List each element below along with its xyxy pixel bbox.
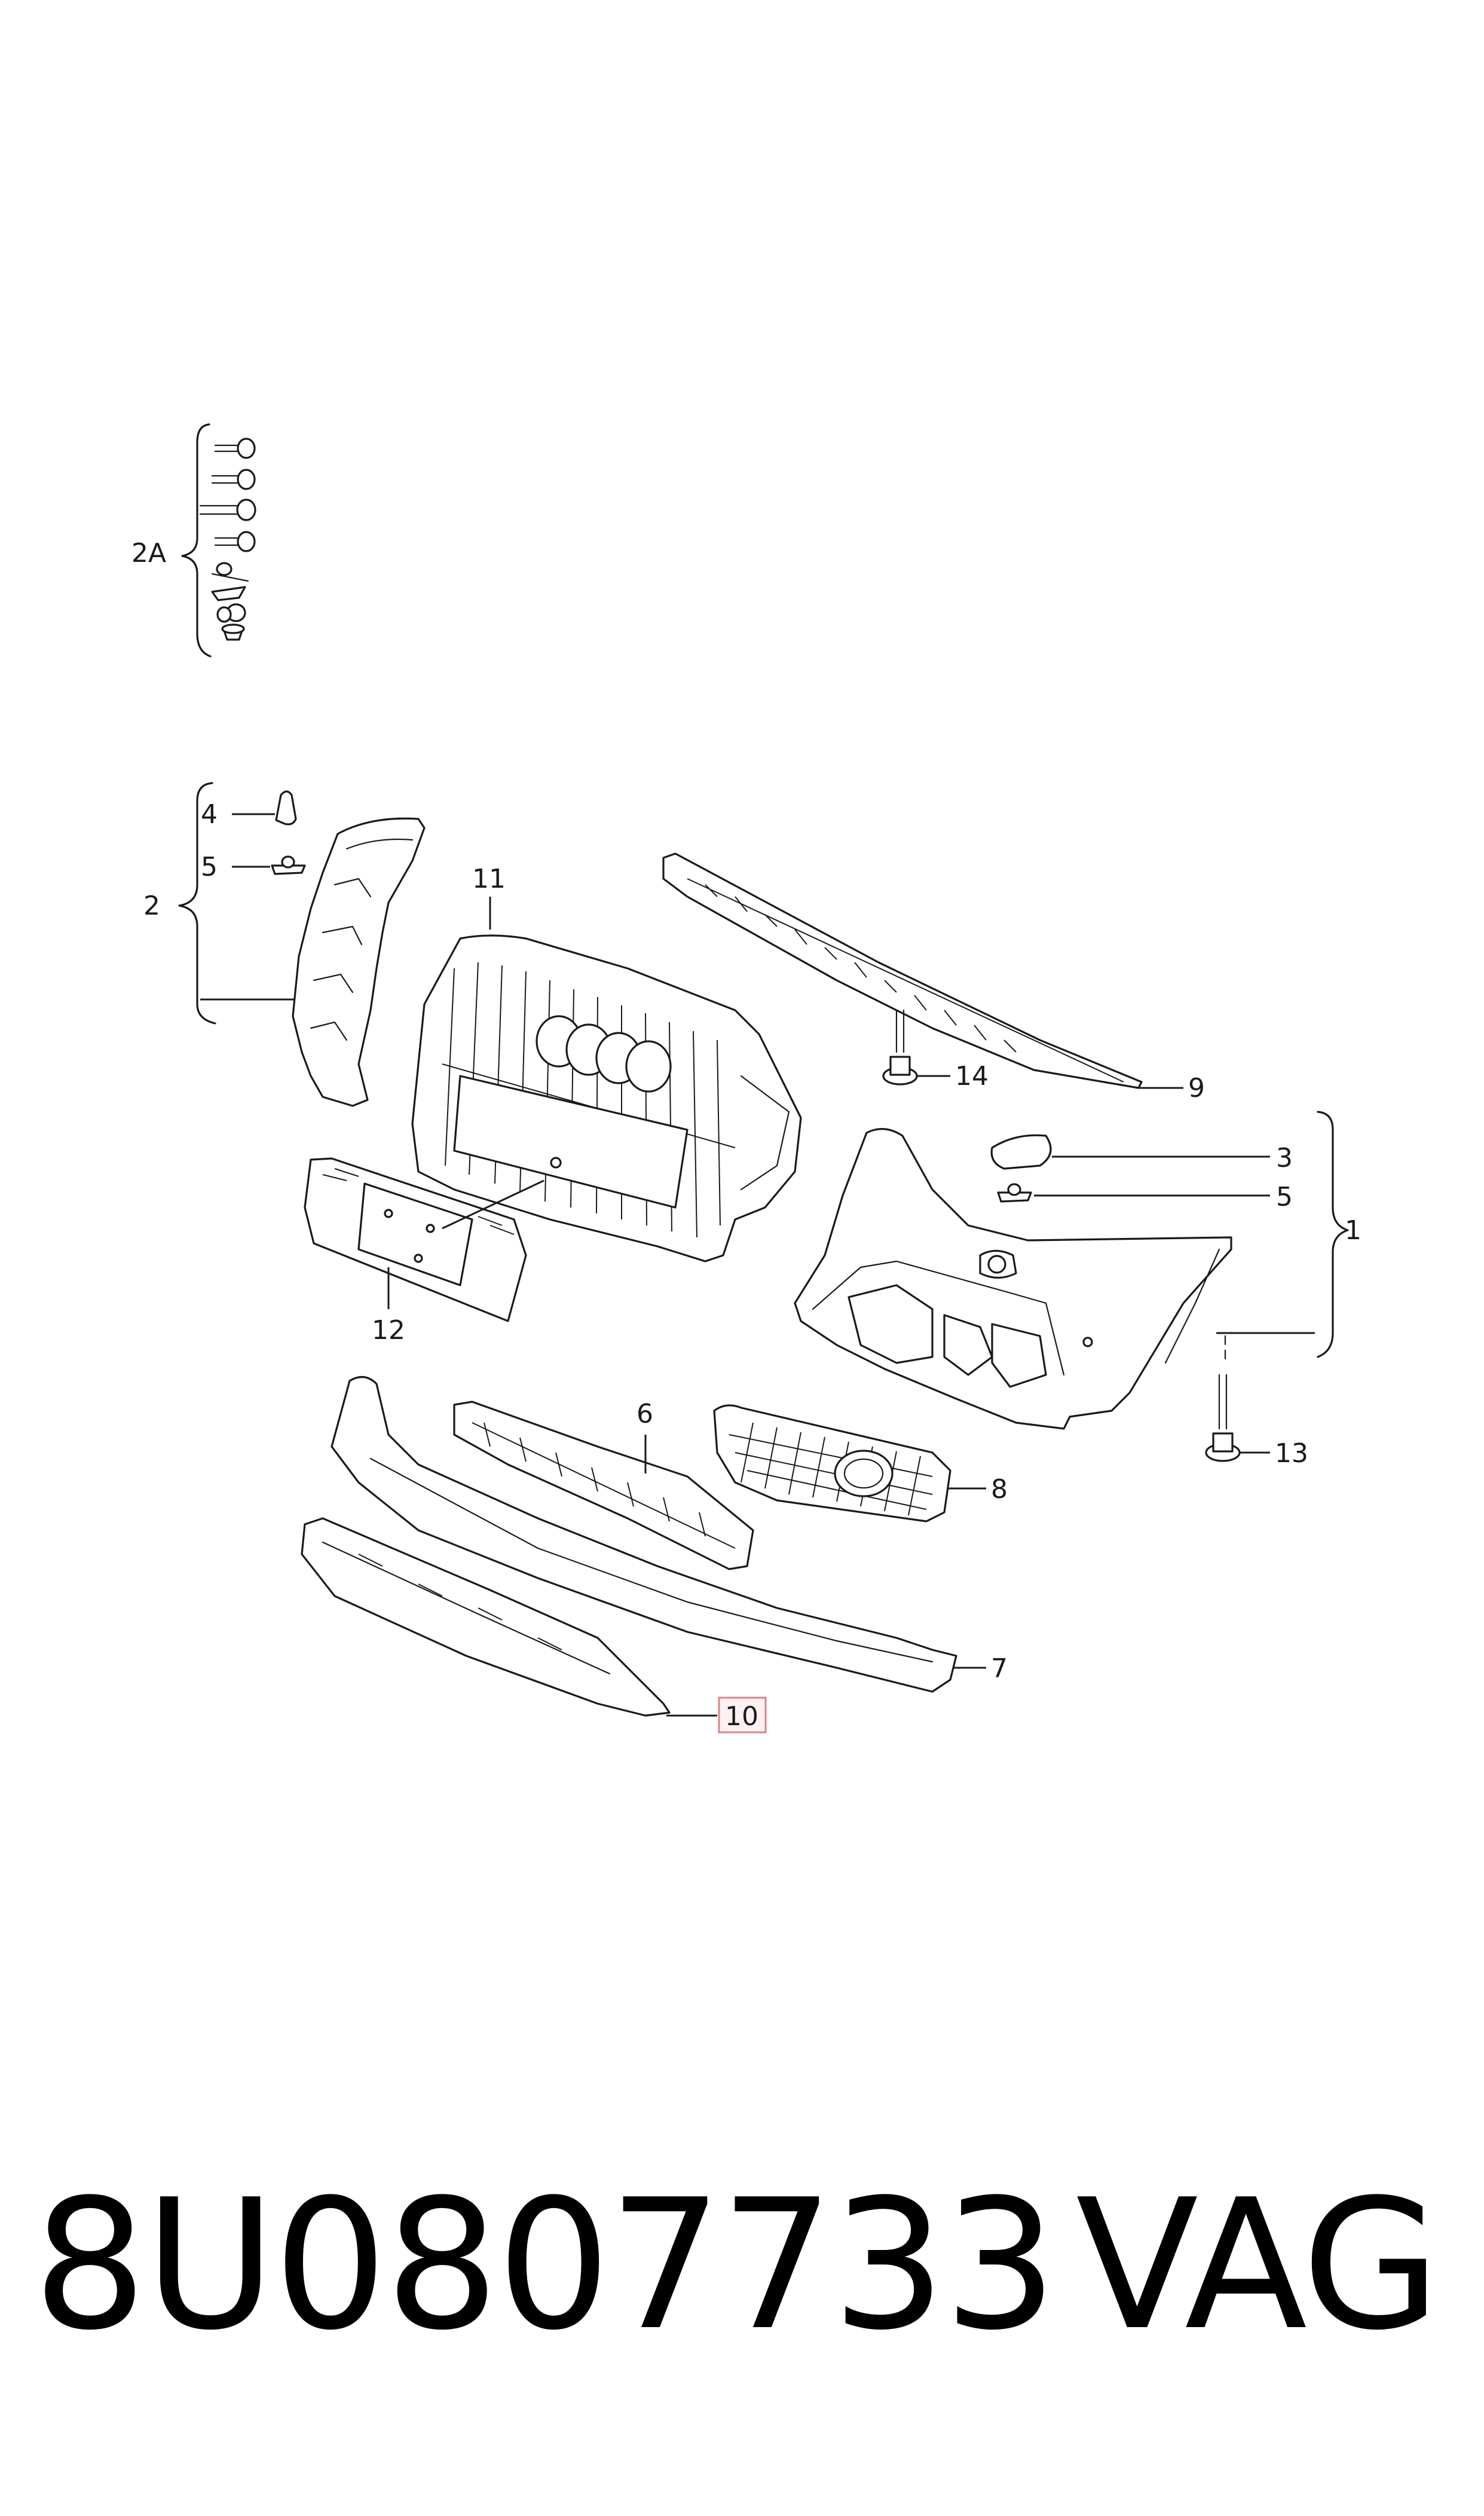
spoiler-7 bbox=[331, 1376, 986, 1693]
rivet-icon bbox=[211, 562, 249, 582]
nut-icon bbox=[216, 603, 246, 623]
part-number: 8U0807733 bbox=[33, 2161, 1058, 2370]
grille-11 bbox=[411, 897, 802, 1262]
fog-ring-icon bbox=[834, 1450, 894, 1497]
fog-light-recess bbox=[847, 1284, 934, 1364]
tow-cap-icon bbox=[990, 1134, 1052, 1170]
screw-icon bbox=[199, 499, 256, 521]
callout-5: 5 bbox=[201, 852, 218, 882]
bracket-group-2 bbox=[178, 782, 426, 1107]
brand-rings-icon bbox=[536, 1015, 672, 1093]
side-bracket-icon bbox=[292, 817, 426, 1107]
bumper-cover-1 bbox=[794, 1111, 1349, 1462]
callout-10-highlight bbox=[718, 1696, 767, 1734]
upper-bar-9 bbox=[662, 852, 1183, 1089]
callout-2A: 2A bbox=[131, 538, 166, 568]
callout-4: 4 bbox=[201, 799, 218, 830]
callout-5: 5 bbox=[1276, 1182, 1293, 1212]
clip-icon bbox=[271, 864, 306, 875]
cap-icon bbox=[275, 790, 297, 826]
brand-name: VAG bbox=[1076, 2161, 1440, 2370]
callout-1: 1 bbox=[1345, 1215, 1361, 1246]
callout-9: 9 bbox=[1188, 1073, 1205, 1103]
callout-2: 2 bbox=[143, 891, 160, 921]
screw-icon bbox=[211, 469, 256, 490]
screw-icon bbox=[214, 531, 256, 552]
plate-opening bbox=[453, 1075, 689, 1209]
clip-icon bbox=[211, 586, 246, 601]
callout-12: 12 bbox=[372, 1315, 405, 1346]
trim-10 bbox=[301, 1517, 717, 1717]
lower-grille-6 bbox=[453, 1401, 754, 1570]
callout-3: 3 bbox=[1276, 1143, 1293, 1173]
bolt-14 bbox=[882, 1009, 950, 1086]
callout-8: 8 bbox=[991, 1474, 1008, 1505]
callout-13: 13 bbox=[1275, 1438, 1308, 1469]
plate-bracket-12 bbox=[304, 1157, 544, 1322]
callout-11: 11 bbox=[472, 864, 506, 894]
push-clip-icon bbox=[221, 623, 245, 641]
callout-14: 14 bbox=[955, 1061, 989, 1092]
callout-6: 6 bbox=[637, 1399, 653, 1429]
screw-icon bbox=[214, 438, 256, 459]
fastener-set-2A bbox=[181, 423, 256, 658]
callout-10: 10 bbox=[725, 1701, 758, 1732]
fog-grille-8 bbox=[713, 1404, 986, 1523]
callout-7: 7 bbox=[991, 1653, 1008, 1684]
